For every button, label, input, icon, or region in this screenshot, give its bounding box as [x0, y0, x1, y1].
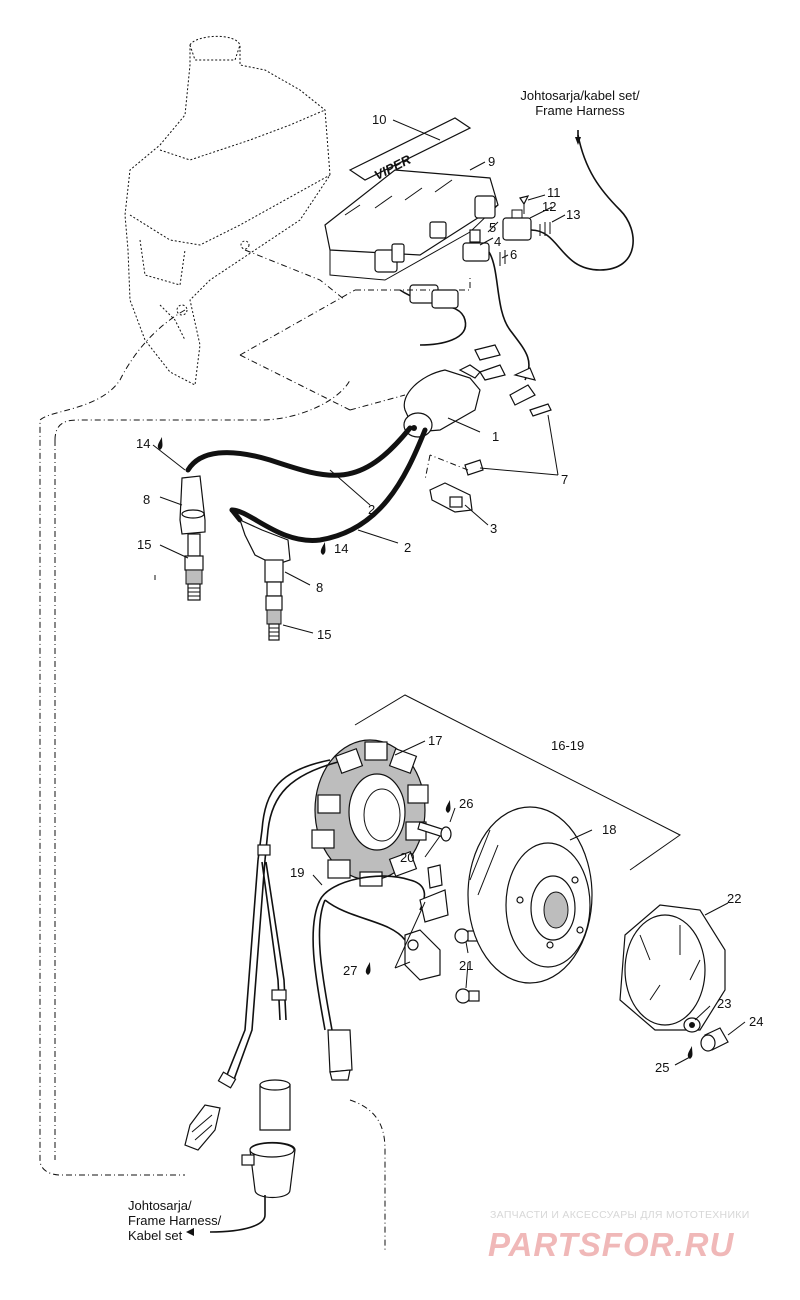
- reference-frame-lines: [39, 249, 471, 1250]
- left-spark-plug: [184, 555, 204, 601]
- callout-25: 25: [655, 1060, 669, 1075]
- watermark-logo: PARTSFOR.RU: [488, 1226, 734, 1263]
- grease-symbols: [157, 437, 693, 1059]
- callout-8b: 8: [316, 580, 323, 595]
- callout-26: 26: [459, 796, 473, 811]
- drop-icon: [687, 1046, 693, 1059]
- callout-10: 10: [372, 112, 386, 127]
- callout-16-19: 16-19: [551, 738, 584, 753]
- ht-leads: [185, 425, 428, 543]
- top-note-line2: Frame Harness: [535, 103, 625, 118]
- callout-7: 7: [561, 472, 568, 487]
- callout-1: 1: [492, 429, 499, 444]
- callout-labels: 10 9 11 12 13 5 4 6 1 7 3 2 2 14 14 8 8 …: [136, 112, 763, 1075]
- watermark: ЗАПЧАСТИ И АКСЕССУАРЫ ДЛЯ МОТОТЕХНИКИ PA…: [488, 1209, 750, 1263]
- drop-icon: [365, 962, 371, 975]
- drop-icon: [157, 437, 163, 450]
- clip-part: [429, 482, 473, 513]
- right-spark-plug: [265, 581, 283, 641]
- right-plug-cap: [238, 518, 291, 583]
- callout-8a: 8: [143, 492, 150, 507]
- callout-9: 9: [488, 154, 495, 169]
- callout-17: 17: [428, 733, 442, 748]
- left-plug-cap: [179, 475, 206, 557]
- callout-12: 12: [542, 199, 556, 214]
- callout-20: 20: [400, 850, 414, 865]
- starter-cup: [619, 904, 729, 1052]
- callout-4: 4: [494, 234, 501, 249]
- top-note-line1: Johtosarja/kabel set/: [520, 88, 640, 103]
- callout-14a: 14: [136, 436, 150, 451]
- connector-group: [462, 134, 634, 381]
- callout-23: 23: [717, 996, 731, 1011]
- callout-14b: 14: [334, 541, 348, 556]
- harness-notes: Johtosarja/kabel set/ Frame Harness Joht…: [128, 88, 640, 1243]
- drop-icon: [320, 542, 326, 555]
- stator: [311, 739, 429, 887]
- screws: [417, 821, 480, 1004]
- callout-11: 11: [547, 185, 561, 200]
- callout-18: 18: [602, 822, 616, 837]
- stator-harness: [184, 759, 339, 1236]
- flywheel: [467, 806, 593, 984]
- callout-15b: 15: [317, 627, 331, 642]
- oil-tank: [124, 35, 331, 386]
- callout-13: 13: [566, 207, 580, 222]
- bottom-note-line3: Kabel set: [128, 1228, 183, 1243]
- cdi-box: [324, 169, 499, 281]
- callout-2a: 2: [368, 502, 375, 517]
- callout-27: 27: [343, 963, 357, 978]
- ignition-coil: [399, 284, 552, 476]
- trigger-harness: [312, 864, 449, 1081]
- callout-3: 3: [490, 521, 497, 536]
- drop-icon: [445, 800, 451, 813]
- callout-5: 5: [489, 220, 496, 235]
- callout-21: 21: [459, 958, 473, 973]
- callout-19: 19: [290, 865, 304, 880]
- callout-24: 24: [749, 1014, 763, 1029]
- emblem-decal: VIPER: [348, 117, 472, 183]
- leader-lines: [152, 119, 746, 1066]
- watermark-tagline: ЗАПЧАСТИ И АКСЕССУАРЫ ДЛЯ МОТОТЕХНИКИ: [490, 1209, 750, 1221]
- callout-15a: 15: [137, 537, 151, 552]
- callout-6: 6: [510, 247, 517, 262]
- callout-22: 22: [727, 891, 741, 906]
- kit-bracket: [354, 694, 681, 871]
- callout-2b: 2: [404, 540, 411, 555]
- bottom-note-line1: Johtosarja/: [128, 1198, 192, 1213]
- bottom-note-line2: Frame Harness/: [128, 1213, 222, 1228]
